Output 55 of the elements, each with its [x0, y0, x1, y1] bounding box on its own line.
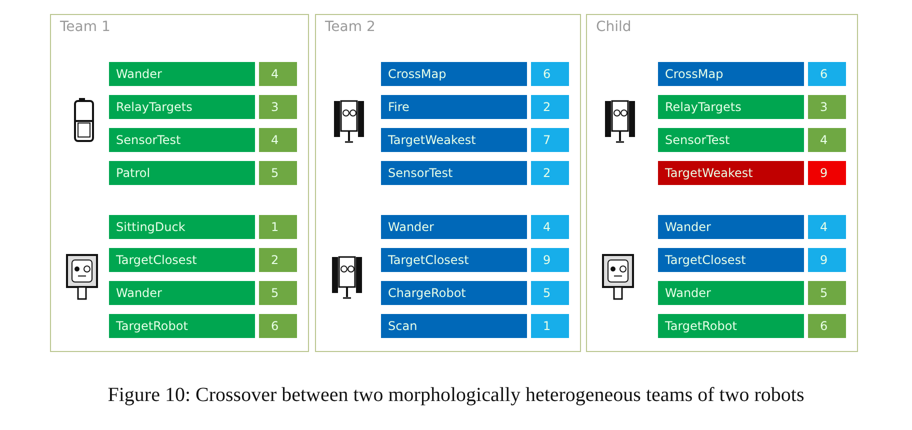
behaviour-bar: Wander	[109, 62, 255, 86]
behaviour-bar: SensorTest	[109, 128, 255, 152]
value-box: 3	[808, 95, 846, 119]
behaviour-bar: TargetWeakest	[658, 161, 804, 185]
value-box: 5	[808, 281, 846, 305]
behaviour-bar: ChargeRobot	[381, 281, 527, 305]
behaviour-bar: Wander	[658, 215, 804, 239]
team-panel	[315, 14, 581, 352]
value-box: 2	[259, 248, 297, 272]
value-box: 4	[259, 62, 297, 86]
value-box: 6	[808, 62, 846, 86]
team-panel	[50, 14, 309, 352]
behaviour-bar: TargetClosest	[109, 248, 255, 272]
value-box: 4	[808, 128, 846, 152]
value-box: 9	[808, 161, 846, 185]
value-box: 6	[531, 62, 569, 86]
value-box: 7	[531, 128, 569, 152]
behaviour-bar: Wander	[381, 215, 527, 239]
behaviour-bar: CrossMap	[658, 62, 804, 86]
behaviour-bar: Wander	[658, 281, 804, 305]
value-box: 6	[808, 314, 846, 338]
behaviour-bar: TargetRobot	[658, 314, 804, 338]
value-box: 5	[259, 281, 297, 305]
behaviour-bar: CrossMap	[381, 62, 527, 86]
value-box: 5	[259, 161, 297, 185]
behaviour-bar: TargetWeakest	[381, 128, 527, 152]
value-box: 4	[531, 215, 569, 239]
behaviour-bar: SittingDuck	[109, 215, 255, 239]
value-box: 3	[259, 95, 297, 119]
behaviour-bar: Fire	[381, 95, 527, 119]
behaviour-bar: Wander	[109, 281, 255, 305]
value-box: 9	[531, 248, 569, 272]
value-box: 2	[531, 161, 569, 185]
behaviour-bar: SensorTest	[658, 128, 804, 152]
value-box: 2	[531, 95, 569, 119]
value-box: 5	[531, 281, 569, 305]
value-box: 1	[531, 314, 569, 338]
behaviour-bar: RelayTargets	[658, 95, 804, 119]
team-panel	[586, 14, 858, 352]
behaviour-bar: TargetRobot	[109, 314, 255, 338]
value-box: 9	[808, 248, 846, 272]
panel-title: Team 1	[60, 19, 110, 35]
behaviour-bar: RelayTargets	[109, 95, 255, 119]
value-box: 6	[259, 314, 297, 338]
value-box: 4	[259, 128, 297, 152]
panel-title: Team 2	[325, 19, 376, 35]
figure-caption: Figure 10: Crossover between two morphologically heterogeneous teams of two robots	[106, 384, 806, 407]
behaviour-bar: Scan	[381, 314, 527, 338]
value-box: 1	[259, 215, 297, 239]
behaviour-bar: Patrol	[109, 161, 255, 185]
behaviour-bar: TargetClosest	[381, 248, 527, 272]
behaviour-bar: TargetClosest	[658, 248, 804, 272]
behaviour-bar: SensorTest	[381, 161, 527, 185]
panel-title: Child	[596, 19, 632, 35]
value-box: 4	[808, 215, 846, 239]
